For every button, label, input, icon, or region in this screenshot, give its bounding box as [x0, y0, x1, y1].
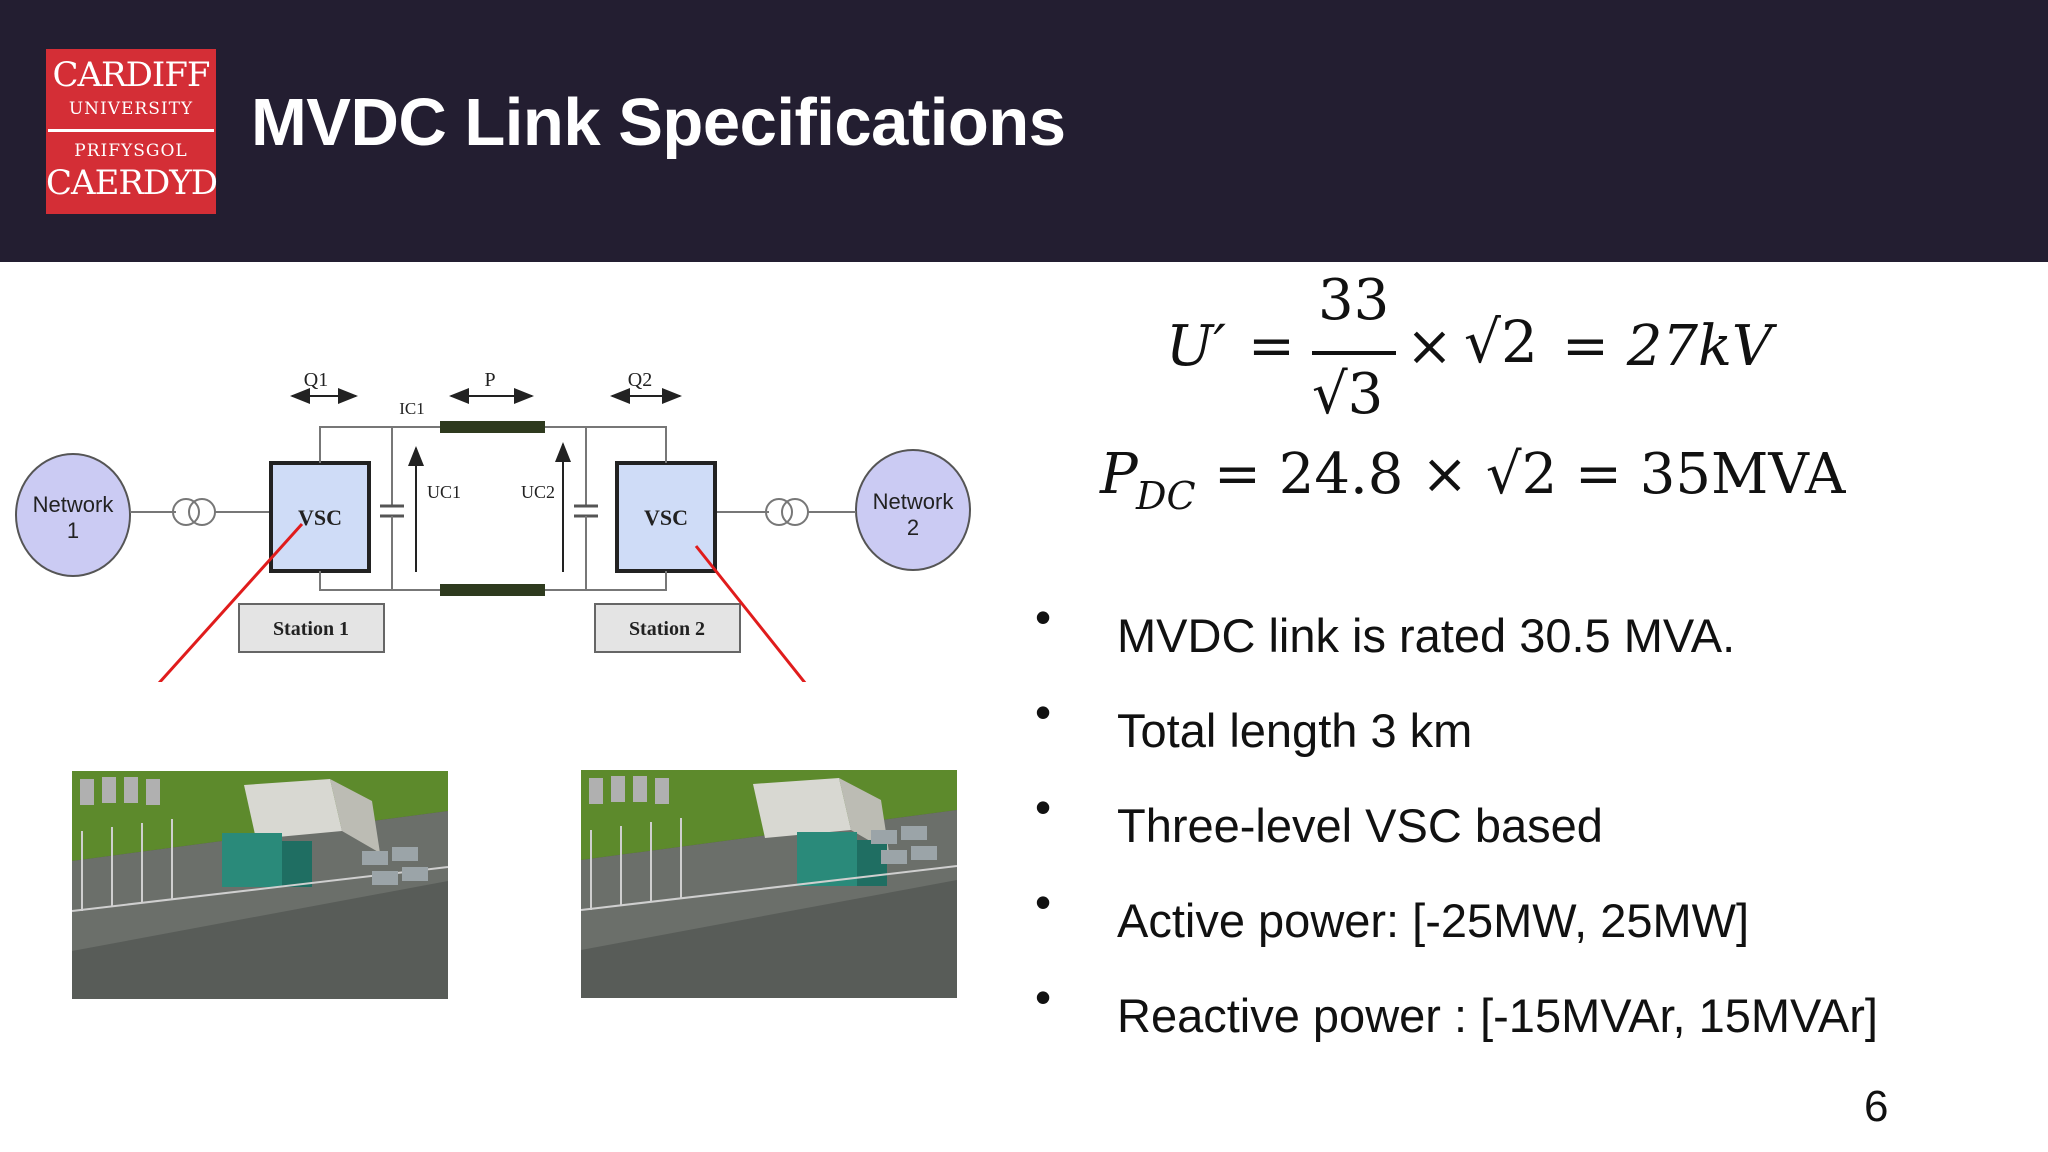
eq1-times: ×	[1406, 314, 1453, 379]
bullet-text: Reactive power : [-15MVAr, 15MVAr]	[1117, 989, 1878, 1042]
network-2-node	[855, 449, 971, 571]
pointer-line-1	[157, 522, 304, 682]
q2-label: Q2	[628, 369, 652, 391]
station-1-box	[238, 603, 385, 653]
dc-cable-bottom	[440, 584, 545, 596]
bullet-text: MVDC link is rated 30.5 MVA.	[1117, 609, 1736, 662]
eq1-fraction-bar	[1312, 351, 1396, 355]
network-1-label: Network	[33, 492, 115, 517]
uc2-label: UC2	[521, 482, 555, 502]
transformer-2-icon	[765, 498, 793, 526]
bullet-text: Active power: [-25MW, 25MW]	[1117, 894, 1750, 947]
transformer-2-icon	[781, 498, 809, 526]
uc1-label: UC1	[427, 482, 461, 502]
bullet-dot: •	[1035, 686, 1052, 738]
p-label: P	[484, 369, 495, 391]
university-logo: CARDIFF UNIVERSITY PRIFYSGOL CAERDYD	[46, 49, 218, 214]
bullet-text: Three-level VSC based	[1117, 799, 1603, 852]
vsc-2-box	[615, 461, 717, 573]
bullet-dot: •	[1035, 876, 1052, 928]
header-bar: CARDIFF UNIVERSITY PRIFYSGOL CAERDYD MVD…	[0, 0, 2048, 262]
station-2-box	[594, 603, 741, 653]
eq1-lhs: U′	[1166, 314, 1226, 379]
transformer-1-icon	[172, 498, 200, 526]
eq1-result: = 27kV	[1562, 314, 1773, 379]
station-1-label: Station 1	[273, 618, 349, 640]
logo-line-3: PRIFYSGOL	[74, 141, 188, 161]
network-1-number: 1	[67, 518, 79, 543]
page-number: 6	[1864, 1082, 1889, 1131]
eq2-rhs: = 24.8 × √2 = 35MVA	[1214, 442, 1846, 507]
bullet-dot: •	[1035, 971, 1052, 1023]
vsc-1-label: VSC	[298, 505, 342, 530]
vsc-2-label: VSC	[644, 505, 688, 530]
ic1-label: IC1	[399, 399, 425, 418]
eq1-equals: =	[1248, 314, 1295, 379]
substation-photo-1	[72, 771, 448, 999]
eq1-numerator: 33	[1318, 268, 1390, 333]
page-title: MVDC Link Specifications	[251, 85, 1066, 160]
eq1-sqrt: √2	[1464, 308, 1538, 376]
eq2-subscript: DC	[1136, 474, 1196, 518]
logo-line-4: CAERDYD	[46, 163, 218, 203]
network-2-label: Network	[873, 489, 955, 514]
logo-line-1: CARDIFF	[52, 55, 210, 95]
q1-label: Q1	[304, 369, 328, 391]
eq1-denominator: √3	[1312, 362, 1384, 427]
network-1-node	[15, 453, 131, 577]
station-2-label: Station 2	[629, 618, 705, 640]
substation-photo-2	[581, 770, 957, 998]
network-2-number: 2	[907, 515, 919, 540]
transformer-1-icon	[188, 498, 216, 526]
logo-divider	[48, 129, 214, 132]
mvdc-circuit-diagram: Network 1 Network 2 VSC VSC Q1 P Q2 IC1 …	[15, 369, 971, 682]
bullet-dot: •	[1035, 591, 1052, 643]
pointer-line-2	[694, 545, 807, 682]
bullet-text: Total length 3 km	[1117, 704, 1473, 757]
dc-cable-top	[440, 421, 545, 433]
vsc-1-box	[269, 461, 371, 573]
eq2-lhs: P	[1100, 442, 1138, 507]
bullet-dot: •	[1035, 781, 1052, 833]
logo-line-2: UNIVERSITY	[68, 99, 194, 119]
